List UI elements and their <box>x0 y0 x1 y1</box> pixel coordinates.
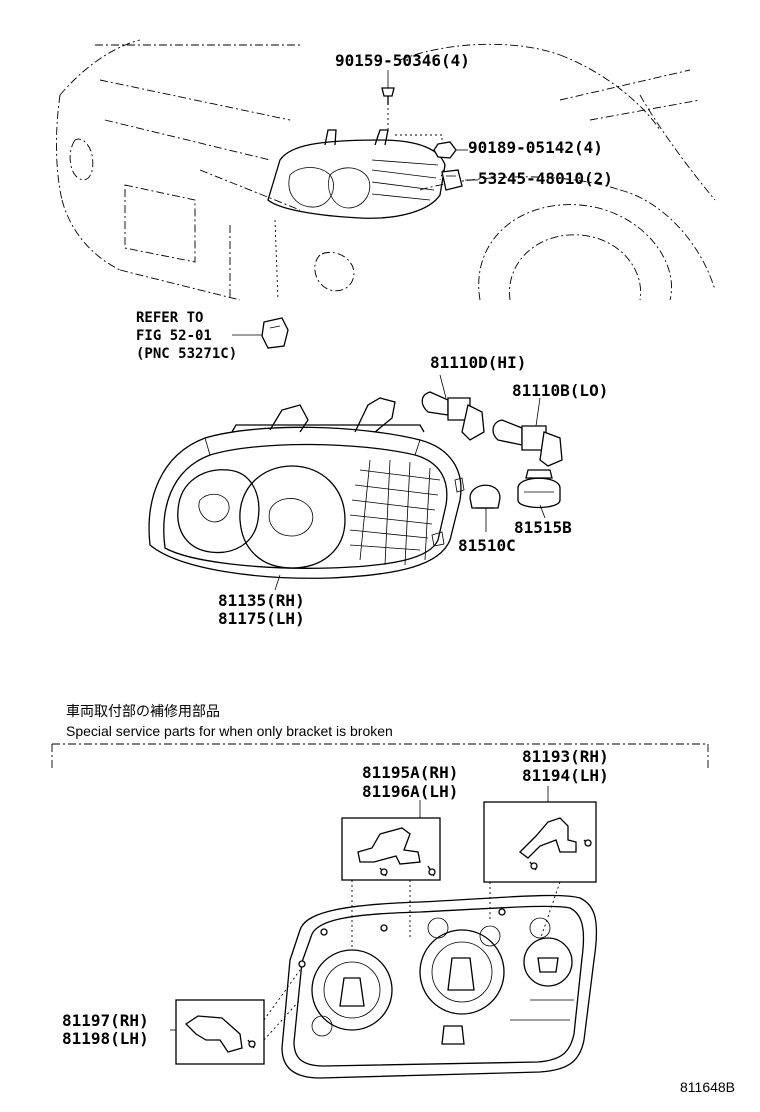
bulb-lo-icon <box>492 419 563 467</box>
leader-lines-mid <box>274 374 546 591</box>
bracket-b-box <box>483 786 597 883</box>
figure-id: 811648B <box>680 1079 735 1095</box>
callout-screw: 90159-50346(4) <box>335 51 470 70</box>
callout-bulb-lo: 81110B(LO) <box>512 381 608 400</box>
bracket-a-box <box>341 800 441 881</box>
bulb-hi-icon <box>421 391 485 441</box>
callout-bracket-a-rh: 81195A(RH) <box>362 763 458 782</box>
service-title-en: Special service parts for when only brac… <box>66 723 393 739</box>
callout-bracket-b-lh: 81194(LH) <box>522 766 609 785</box>
callout-socket: 81515B <box>514 518 572 537</box>
callout-bracket-c-rh: 81197(RH) <box>62 1011 149 1030</box>
callout-retainer: 53245-48010(2) <box>478 169 613 188</box>
leader-lines-top <box>232 70 478 336</box>
vehicle-headlamp-small <box>267 129 446 219</box>
screw-icon <box>381 87 395 105</box>
service-section-frame <box>51 743 709 770</box>
retainer-clip-icon <box>441 169 463 191</box>
callout-bulb-small: 81510C <box>458 536 516 555</box>
refer-pnc-label: (PNC 53271C) <box>136 346 237 362</box>
bracket-reference-icon <box>261 317 289 349</box>
refer-fig-label: FIG 52-01 <box>136 328 212 344</box>
leader-lines-service <box>263 880 561 1041</box>
service-title-jp: 車両取付部の補修用部品 <box>66 703 220 719</box>
callout-bulb-hi: 81110D(HI) <box>430 353 526 372</box>
headlamp-unit <box>148 397 465 579</box>
nut-icon <box>433 141 457 159</box>
bracket-c-box <box>170 999 265 1065</box>
callout-nut: 90189-05142(4) <box>468 138 603 157</box>
callout-bracket-c-lh: 81198(LH) <box>62 1029 149 1048</box>
headlamp-rear-view <box>281 894 598 1079</box>
callout-bracket-b-rh: 81193(RH) <box>522 747 609 766</box>
callout-bracket-a-lh: 81196A(LH) <box>362 782 458 801</box>
callout-unit-rh: 81135(RH) <box>218 591 305 610</box>
refer-to-label: REFER TO <box>136 310 203 326</box>
bulb-small-icon <box>469 484 501 509</box>
vehicle-front-outline <box>56 39 716 301</box>
callout-unit-lh: 81175(LH) <box>218 609 305 628</box>
bulb-socket-icon <box>517 469 561 509</box>
